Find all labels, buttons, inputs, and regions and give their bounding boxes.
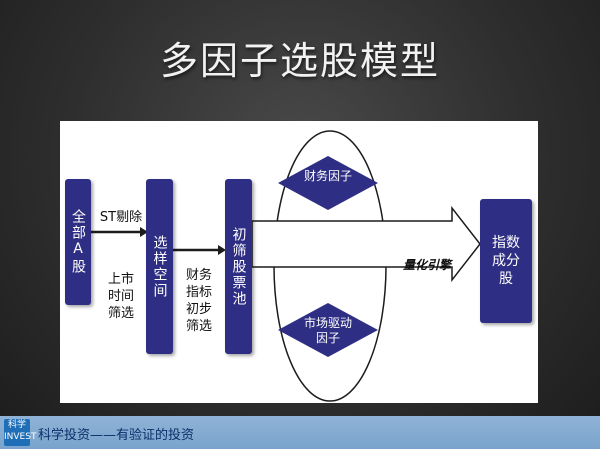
box-selection-space: 选样空间 bbox=[146, 179, 173, 354]
label-listing-time: 上市时间筛选 bbox=[107, 272, 134, 321]
footer-slogan: 科学投资——有验证的投资 bbox=[38, 428, 195, 443]
box-selection-space-label: 选样空间 bbox=[151, 234, 168, 299]
diagram-panel: 全部A股 选样空间 初筛股票池 指数成分股 ST剔除 上市时间筛选 财务指标初步… bbox=[60, 121, 538, 403]
label-financial-initial: 财务指标初步筛选 bbox=[185, 268, 212, 334]
box-initial-pool-label: 初筛股票池 bbox=[230, 226, 247, 307]
box-index-stocks: 指数成分股 bbox=[480, 199, 532, 323]
science-invest-logo: 科学 INVEST bbox=[4, 419, 36, 446]
quant-engine-arrow bbox=[251, 205, 481, 283]
page-title: 多因子选股模型 bbox=[159, 39, 440, 83]
box-initial-pool: 初筛股票池 bbox=[225, 179, 252, 354]
financial-factor-diamond bbox=[278, 156, 378, 210]
diagram-canvas bbox=[90, 130, 481, 402]
box-index-stocks-label: 指数成分股 bbox=[492, 235, 520, 287]
box-all-a-shares-label: 全部A股 bbox=[70, 209, 86, 275]
label-st-remove: ST剔除 bbox=[99, 210, 143, 225]
label-financial-factor: 财务因子 bbox=[303, 169, 352, 183]
footer-bar bbox=[0, 416, 600, 449]
market-factor-diamond bbox=[278, 303, 378, 357]
label-market-factor: 市场驱动因子 bbox=[303, 316, 352, 345]
arrowhead-space-to-pool bbox=[218, 245, 226, 255]
box-all-a-shares: 全部A股 bbox=[65, 179, 91, 305]
arrowhead-all-to-space bbox=[140, 227, 148, 237]
label-quant-engine: 量化引擎 bbox=[403, 258, 452, 272]
